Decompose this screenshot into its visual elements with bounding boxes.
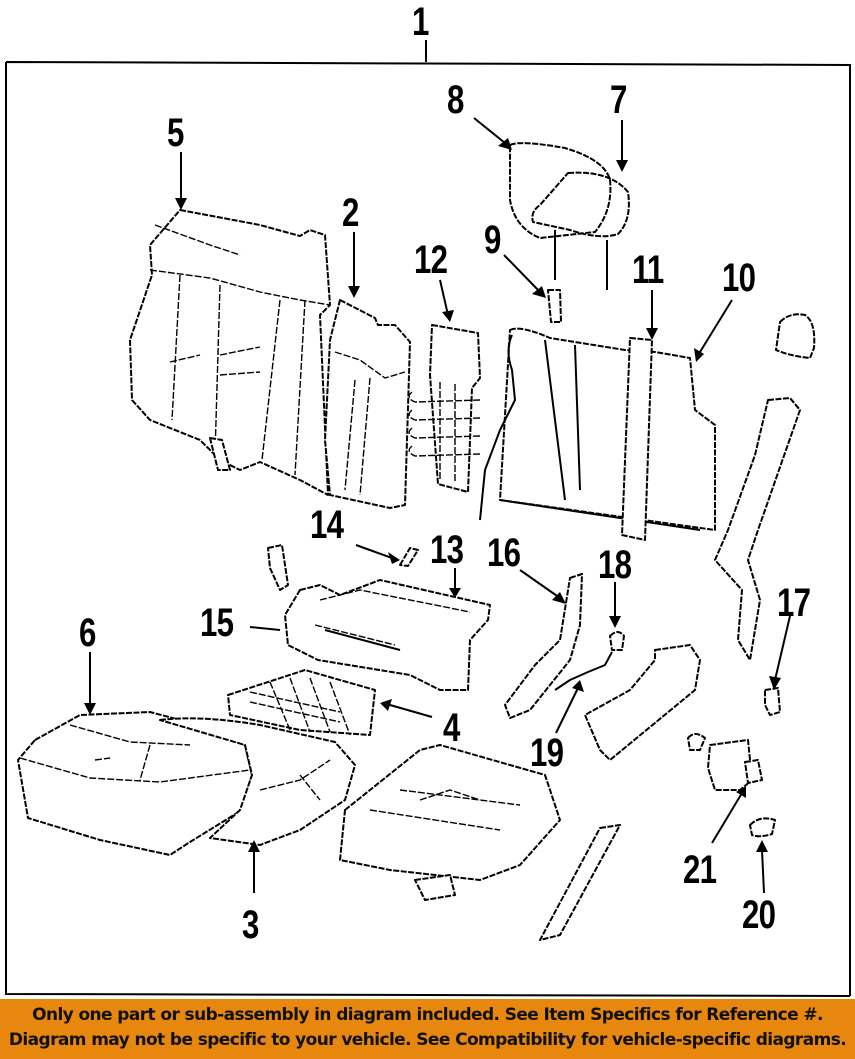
callout-21: 21	[683, 848, 717, 892]
lumbar-support-part	[408, 324, 481, 493]
callout-17: 17	[777, 581, 811, 625]
callout-9: 9	[484, 218, 501, 262]
callout-11: 11	[632, 248, 664, 292]
callout-13: 13	[430, 528, 464, 572]
callout-20: 20	[742, 893, 776, 937]
seat-back-cover-part	[129, 209, 331, 496]
seat-back-frame-part	[479, 327, 716, 531]
disclaimer-banner: Only one part or sub-assembly in diagram…	[0, 999, 855, 1059]
callout-10: 10	[722, 256, 756, 300]
belt-guide-part	[775, 313, 816, 359]
seat-belt-part	[714, 397, 801, 661]
seat-back-cushion-part	[324, 299, 411, 509]
callout-15: 15	[200, 601, 234, 645]
callout-6: 6	[79, 611, 96, 655]
cable-part	[554, 651, 613, 691]
bushing-part	[609, 631, 625, 651]
callout-12: 12	[414, 238, 448, 282]
callout-8: 8	[447, 78, 464, 122]
callout-14: 14	[310, 503, 344, 547]
side-trim-part	[584, 644, 701, 761]
assembly-frame	[5, 40, 851, 997]
seat-back-lower-bracket	[209, 437, 231, 471]
seat-adjuster-part	[339, 744, 561, 901]
knob-part	[764, 687, 781, 716]
recliner-part	[504, 573, 583, 719]
pin-part	[399, 547, 419, 567]
seat-back-frame-bar-part	[621, 337, 653, 541]
callout-1: 1	[412, 0, 429, 44]
headrest-guide-part	[547, 289, 562, 323]
callout-7: 7	[610, 78, 627, 122]
parts-diagram: 1 2 3 4 5 6 7 8 9 10 11 12 13 14 15 16 1…	[5, 0, 851, 997]
disclaimer-line-1: Only one part or sub-assembly in diagram…	[32, 1005, 823, 1025]
cushion-spring-part	[227, 669, 376, 736]
bracket-screw-part	[744, 759, 763, 784]
leader-lines	[84, 117, 791, 894]
cover-part	[749, 817, 776, 838]
headrest-part	[509, 142, 630, 290]
disclaimer-line-2: Diagram may not be specific to your vehi…	[8, 1030, 847, 1050]
callout-2: 2	[342, 191, 359, 235]
callout-19: 19	[530, 731, 564, 775]
callout-3: 3	[242, 903, 259, 947]
callout-16: 16	[487, 531, 521, 575]
seat-rail-part	[539, 824, 621, 941]
cushion-frame-part	[284, 579, 491, 691]
clip-part	[687, 733, 706, 751]
bracket-part	[707, 739, 753, 791]
seat-cushion-pad-part	[159, 717, 356, 846]
callout-4: 4	[443, 706, 460, 750]
callout-18: 18	[598, 543, 632, 587]
callout-5: 5	[167, 111, 184, 155]
lever-handle-part	[267, 544, 289, 591]
diagram-drawing	[5, 40, 851, 997]
